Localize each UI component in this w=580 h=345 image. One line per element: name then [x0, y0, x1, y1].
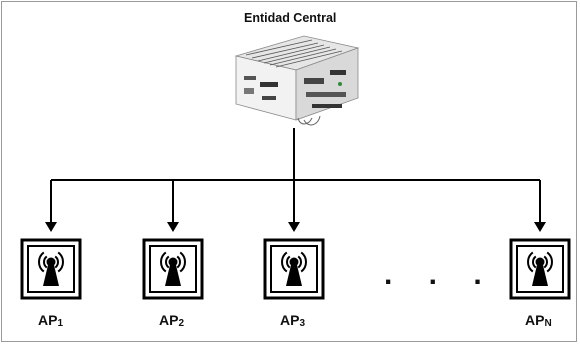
wireless-antenna-icon [160, 251, 186, 286]
diagram-title: Entidad Central [244, 11, 337, 25]
ap-label-n: APN [525, 312, 552, 329]
ap-box-2 [142, 238, 204, 300]
ap-box-1 [20, 238, 82, 300]
wireless-antenna-icon [38, 251, 64, 286]
arrow-heads [45, 222, 546, 232]
connection-lines [50, 128, 541, 224]
ellipsis-more-aps: . . . [384, 258, 496, 291]
ap-label-2: AP2 [159, 312, 185, 329]
wireless-antenna-icon [281, 251, 307, 286]
ap-box-3 [263, 238, 325, 300]
central-controller-device [234, 35, 360, 126]
arrow-head-ap2 [167, 222, 179, 232]
wireless-antenna-icon [527, 251, 553, 286]
arrow-head-apn [534, 222, 546, 232]
arrow-head-ap1 [45, 222, 57, 232]
ap-label-3: AP3 [280, 312, 306, 329]
arrow-head-ap3 [288, 222, 300, 232]
ap-box-n [509, 238, 571, 300]
ap-label-1: AP1 [38, 312, 64, 329]
